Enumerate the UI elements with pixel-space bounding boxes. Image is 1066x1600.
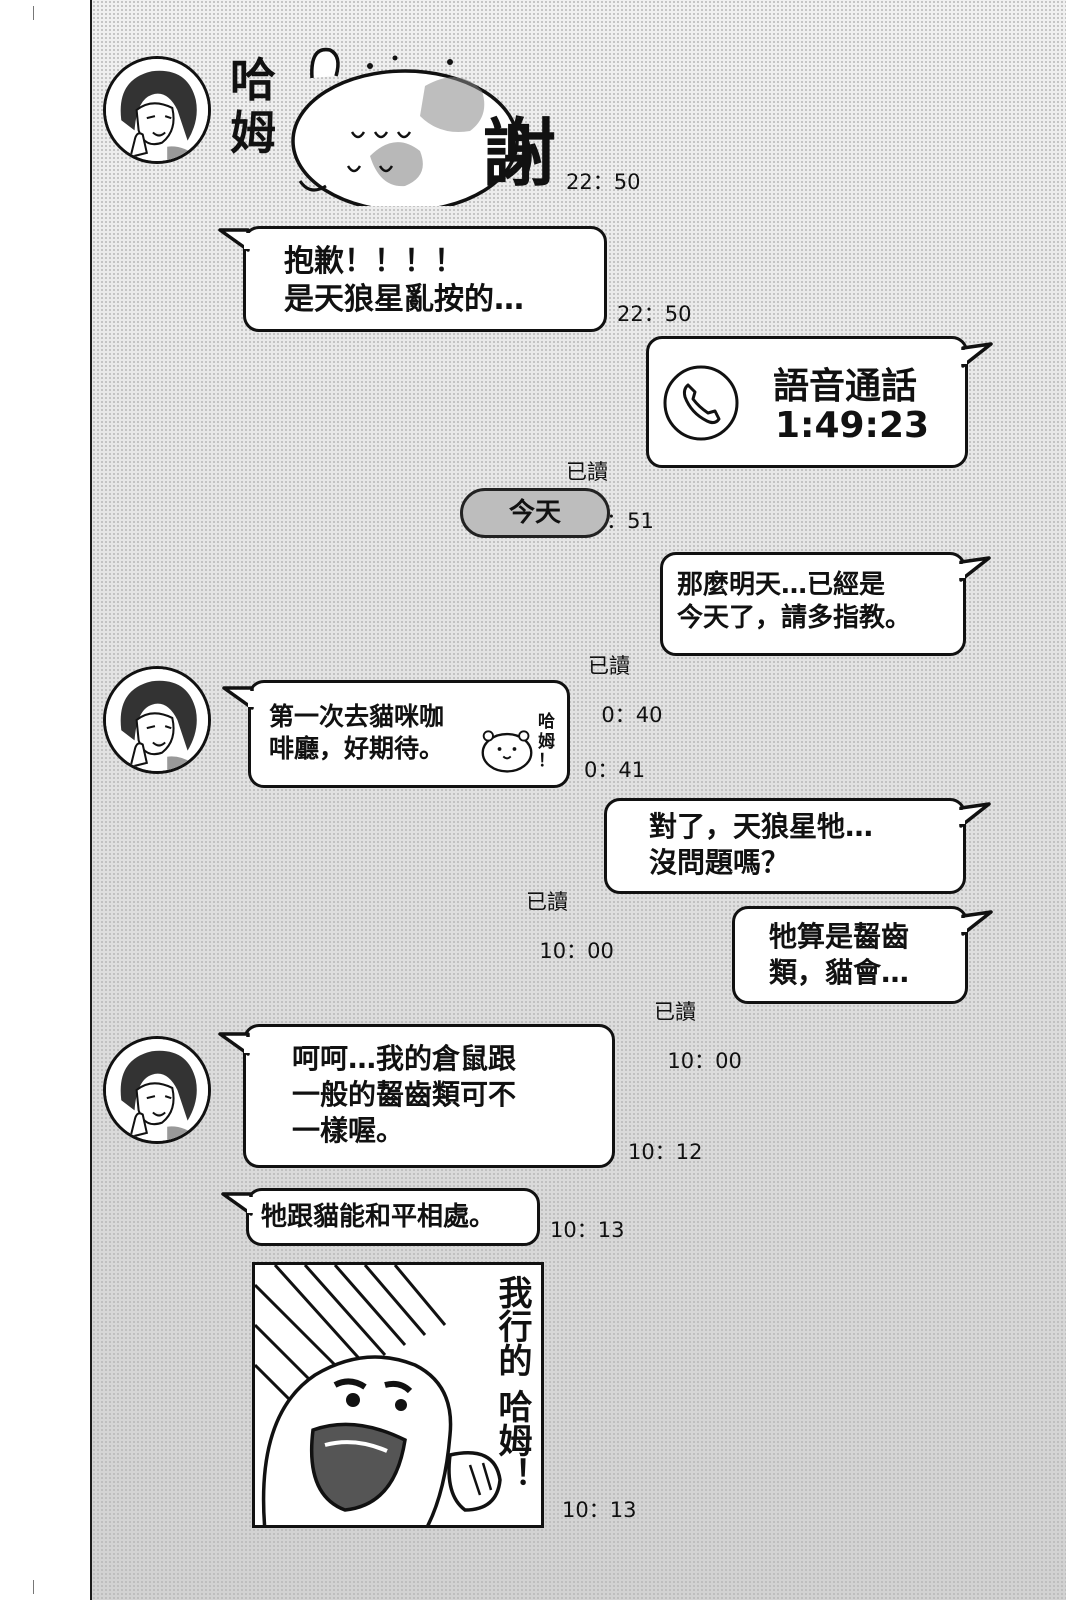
- panel-border: [90, 0, 92, 1600]
- sticker-text: 哈 姆 ！: [538, 712, 555, 772]
- message-read-status: 已讀 10：00: [654, 952, 742, 1073]
- message-timestamp: 10：13: [562, 1498, 637, 1522]
- avatar-portrait-icon: [106, 59, 208, 161]
- message-timestamp: 22：50: [617, 302, 692, 326]
- bubble-tail: [959, 342, 993, 368]
- timestamp-label: 10：00: [539, 938, 614, 963]
- sticker-left-text: 哈 姆: [230, 53, 276, 160]
- hamster-icon: [481, 730, 533, 773]
- read-label: 已讀: [526, 890, 568, 915]
- page-tick-mark: [33, 6, 34, 20]
- outgoing-voice-call-bubble[interactable]: 語音通話 1:49:23: [646, 336, 968, 468]
- hamster-icon: [255, 1265, 502, 1525]
- outgoing-message-bubble[interactable]: 那麼明天…已經是 今天了，請多指教。: [660, 552, 966, 656]
- message-read-status: 已讀 0：40: [588, 606, 662, 727]
- page-tick-mark: [33, 1580, 34, 1594]
- voice-call-title: 語音通話: [773, 366, 918, 407]
- bubble-tail: [218, 228, 252, 252]
- timestamp-label: 10：00: [667, 1048, 742, 1073]
- read-label: 已讀: [566, 460, 608, 485]
- message-text: 牠算是齧齒 類，貓會…: [769, 920, 910, 989]
- avatar-portrait-icon: [106, 1039, 208, 1141]
- message-text: 抱歉！！！！ 是天狼星亂按的…: [284, 244, 524, 318]
- contact-avatar[interactable]: [103, 1036, 211, 1144]
- read-label: 已讀: [588, 654, 630, 679]
- phone-icon: [663, 365, 739, 441]
- message-timestamp: 22：50: [566, 170, 641, 194]
- message-timestamp: 10：12: [628, 1140, 703, 1164]
- outgoing-message-bubble[interactable]: 對了，天狼星牠… 沒問題嗎？: [604, 798, 966, 894]
- bubble-tail: [959, 910, 993, 936]
- message-text: 對了，天狼星牠… 沒問題嗎？: [649, 810, 874, 879]
- sticker-right-text: 謝: [482, 111, 556, 197]
- incoming-message-bubble[interactable]: 抱歉！！！！ 是天狼星亂按的…: [243, 226, 607, 332]
- message-timestamp: 10：13: [550, 1218, 625, 1242]
- contact-avatar[interactable]: [103, 666, 211, 774]
- bubble-tail: [218, 1032, 252, 1056]
- message-read-status: 已讀 10：00: [526, 842, 614, 963]
- panel-shout-text: 我行的 哈姆！: [492, 1275, 532, 1491]
- hamster-thanks-sticker[interactable]: 哈 姆 謝: [220, 36, 556, 206]
- bubble-tail: [957, 802, 991, 828]
- incoming-message-bubble[interactable]: 牠跟貓能和平相處。: [246, 1188, 540, 1246]
- message-timestamp: 0：41: [584, 758, 646, 782]
- contact-avatar[interactable]: [103, 56, 211, 164]
- bubble-tail: [222, 686, 256, 710]
- read-label: 已讀: [654, 1000, 696, 1025]
- bubble-tail: [957, 556, 991, 582]
- timestamp-label: 0：40: [601, 702, 663, 727]
- outgoing-message-bubble[interactable]: 牠算是齧齒 類，貓會…: [732, 906, 968, 1004]
- voice-call-duration: 1:49:23: [775, 405, 930, 446]
- image-message[interactable]: 我行的 哈姆！: [252, 1262, 544, 1528]
- message-text: 第一次去貓咪咖 啡廳，好期待。: [269, 702, 445, 763]
- date-separator: 今天: [460, 488, 610, 538]
- incoming-message-bubble[interactable]: 第一次去貓咪咖 啡廳，好期待。 哈 姆 ！: [248, 680, 570, 788]
- message-text: 呵呵…我的倉鼠跟 一般的齧齒類可不 一樣喔。: [292, 1042, 517, 1147]
- avatar-portrait-icon: [106, 669, 208, 771]
- incoming-message-bubble[interactable]: 呵呵…我的倉鼠跟 一般的齧齒類可不 一樣喔。: [243, 1024, 615, 1168]
- message-text: 那麼明天…已經是 今天了，請多指教。: [677, 570, 912, 634]
- hamster-icon: [291, 47, 532, 206]
- bubble-tail: [221, 1192, 255, 1216]
- message-text: 牠跟貓能和平相處。: [261, 1202, 496, 1232]
